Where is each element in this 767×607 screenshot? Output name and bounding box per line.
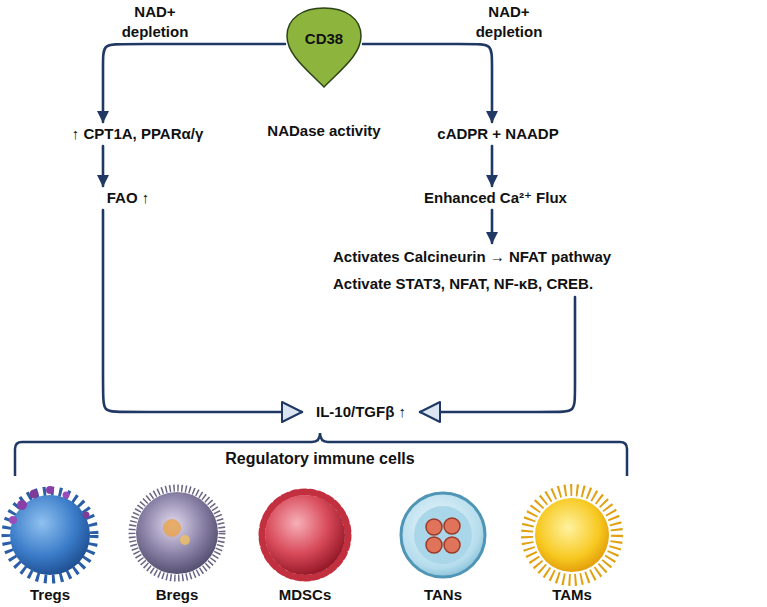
treg-cell (6, 486, 94, 579)
node-text: ↑ CPT1A, PPARα/γ (40, 123, 235, 145)
flow-arrow (420, 297, 575, 412)
node-text: TAMs (517, 584, 627, 606)
node-text: MDSCs (250, 584, 360, 606)
node-text: cADPR + NAADP (418, 123, 578, 145)
node-text: CD38 (285, 28, 363, 50)
cell-granule (17, 500, 27, 510)
cell-node: TANs (388, 482, 498, 606)
flow-step: Enhanced Ca²⁺ Flux (398, 186, 593, 210)
cell-spikes (527, 490, 617, 580)
cell-body (535, 498, 609, 572)
cell-spikes (6, 491, 94, 579)
cell-granule (83, 512, 90, 519)
cell-body (10, 495, 90, 575)
node-text: NADase activity (235, 120, 413, 142)
cell-node: Tregs (0, 482, 105, 606)
edge-label: NAD+ depletion (468, 2, 550, 42)
cell-granule (30, 490, 39, 499)
flow-arrow (103, 210, 302, 412)
edge-label: NAD+ depletion (114, 2, 196, 42)
cell-core (163, 519, 181, 537)
cell-node: MDSCs (250, 482, 360, 606)
flow-arrow (491, 146, 494, 186)
flow-step: ↑ CPT1A, PPARα/γ (40, 122, 235, 146)
flow-arrow (491, 210, 494, 243)
group-bracket (15, 433, 627, 476)
tam-cell (527, 490, 617, 580)
cell-body (136, 492, 218, 574)
cd38-pin: CD38NADase activity (285, 6, 363, 88)
nucleus-lobe (426, 519, 442, 535)
nucleus-lobe (426, 537, 442, 553)
node-text: IL-10/TGFβ ↑ (302, 401, 420, 423)
node-text: TANs (388, 584, 498, 606)
flow-arrow (363, 44, 492, 122)
cell-body (265, 495, 345, 575)
flow-arrow (102, 146, 105, 186)
flow-arrow (103, 44, 285, 122)
cell-fuzz (132, 488, 222, 578)
node-text: Activate STAT3, NFAT, NF-κB, CREB. (333, 270, 713, 297)
pin-shape (287, 8, 361, 87)
cell-core (180, 535, 190, 545)
breg-cell (132, 488, 222, 578)
node-text: FAO ↑ (88, 187, 168, 209)
flow-step: FAO ↑ (88, 186, 168, 210)
mdsc-cell (262, 492, 348, 578)
cell-granule (63, 492, 70, 499)
flow-step: cADPR + NAADP (418, 122, 578, 146)
node-text: Activates Calcineurin → NFAT pathway (333, 243, 713, 270)
group-label: Regulatory immune cells (200, 449, 440, 469)
flow-step: Activates Calcineurin → NFAT pathwayActi… (333, 243, 713, 297)
tan-cell (401, 493, 485, 577)
cell-node: TAMs (517, 482, 627, 606)
cell-node: Bregs (122, 482, 232, 606)
node-text: Bregs (122, 584, 232, 606)
nucleus-lobe (444, 537, 460, 553)
cell-bumps (262, 492, 348, 578)
cell-granule (9, 516, 17, 524)
nucleus-lobe (444, 518, 460, 534)
node-text: Tregs (0, 584, 105, 606)
cell-granule (46, 486, 54, 494)
node-text: Enhanced Ca²⁺ Flux (398, 187, 593, 209)
cell-body (401, 493, 485, 577)
cell-cytoplasm (414, 506, 472, 564)
outcome-step: IL-10/TGFβ ↑ (302, 400, 420, 424)
